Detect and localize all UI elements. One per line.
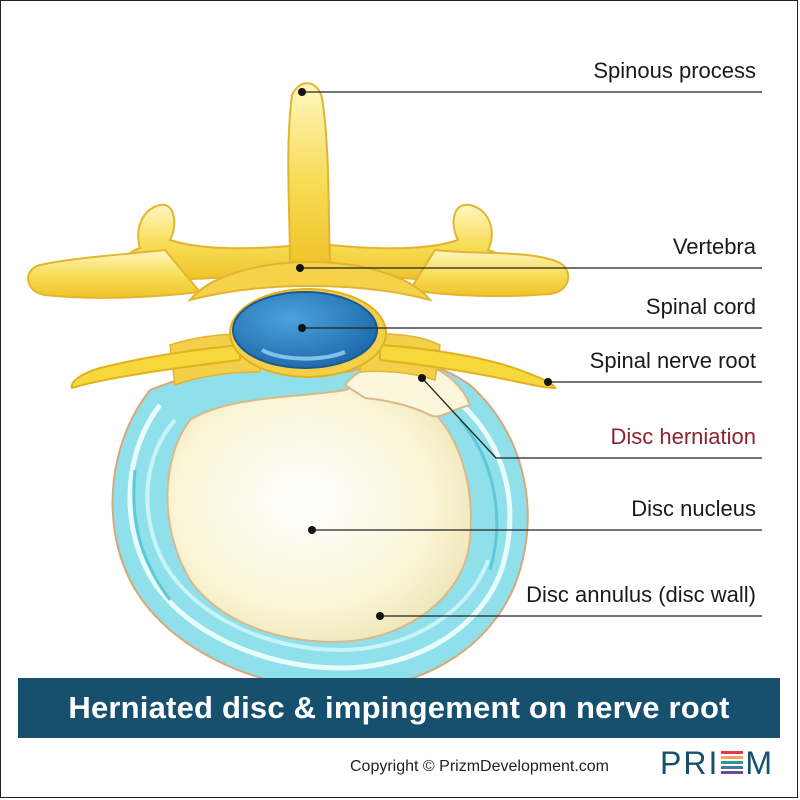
logo-spectrum-icon xyxy=(721,751,744,774)
banner-title: Herniated disc & impingement on nerve ro… xyxy=(68,690,730,725)
leader-dots xyxy=(296,88,552,620)
label-spinal-nerve-root: Spinal nerve root xyxy=(589,348,756,373)
copyright-text: Copyright © PrizmDevelopment.com xyxy=(350,758,609,775)
logo-text-left: PRI xyxy=(660,745,720,781)
title-banner: Herniated disc & impingement on nerve ro… xyxy=(18,678,780,738)
prizm-logo: PRI M xyxy=(660,745,774,782)
label-disc-nucleus: Disc nucleus xyxy=(631,496,756,521)
label-spinous-process: Spinous process xyxy=(593,58,756,83)
spinal-cord xyxy=(229,288,387,378)
label-disc-herniation: Disc herniation xyxy=(610,424,756,449)
logo-text-right: M xyxy=(745,745,774,781)
label-spinal-cord: Spinal cord xyxy=(645,294,756,319)
leader-lines xyxy=(300,91,762,617)
label-vertebra: Vertebra xyxy=(672,234,756,259)
disc-nucleus xyxy=(166,384,472,643)
label-disc-annulus: Disc annulus (disc wall) xyxy=(526,582,756,607)
